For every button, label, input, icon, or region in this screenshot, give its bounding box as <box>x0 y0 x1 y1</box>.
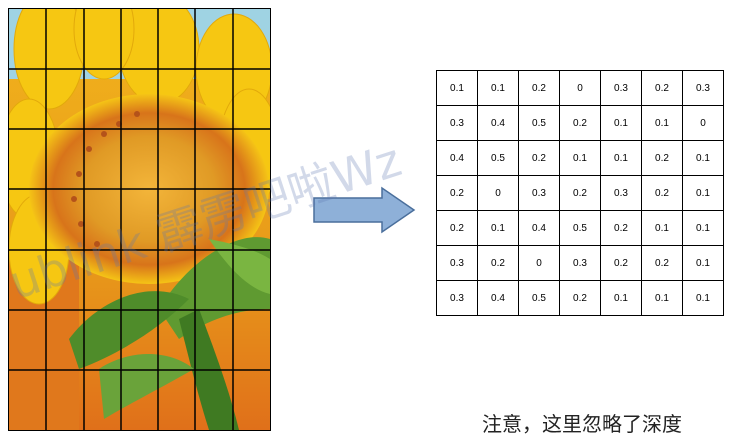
matrix-cell: 0.1 <box>641 280 683 316</box>
matrix-cell: 0.4 <box>518 210 560 246</box>
matrix-cell: 0.2 <box>600 210 642 246</box>
matrix-cell: 0.2 <box>600 245 642 281</box>
matrix-cell: 0.5 <box>518 280 560 316</box>
matrix-cell: 0.1 <box>682 280 724 316</box>
grid-overlay <box>9 9 270 430</box>
matrix-cell: 0.5 <box>518 105 560 141</box>
matrix-cell: 0.5 <box>477 140 519 176</box>
sunflower-image <box>8 8 271 431</box>
matrix-cell: 0.1 <box>641 210 683 246</box>
matrix-cell: 0.3 <box>518 175 560 211</box>
matrix-cell: 0.2 <box>641 70 683 106</box>
matrix-cell: 0.3 <box>436 105 478 141</box>
matrix-cell: 0.5 <box>559 210 601 246</box>
matrix-cell: 0.1 <box>477 210 519 246</box>
right-arrow-icon <box>313 186 416 234</box>
matrix-cell: 0.2 <box>559 105 601 141</box>
matrix-cell: 0.4 <box>436 140 478 176</box>
matrix-cell: 0.2 <box>641 175 683 211</box>
matrix-cell: 0.2 <box>559 280 601 316</box>
matrix-cell: 0.1 <box>436 70 478 106</box>
matrix-cell: 0.1 <box>682 210 724 246</box>
matrix-cell: 0.4 <box>477 105 519 141</box>
matrix-cell: 0 <box>477 175 519 211</box>
matrix-cell: 0.1 <box>600 140 642 176</box>
matrix-cell: 0.3 <box>436 280 478 316</box>
matrix-cell: 0.2 <box>641 140 683 176</box>
matrix-cell: 0.3 <box>436 245 478 281</box>
caption: 注意，这里忽略了深度 <box>482 412 682 436</box>
matrix-cell: 0.1 <box>682 245 724 281</box>
matrix-cell: 0.1 <box>477 70 519 106</box>
matrix-cell: 0.2 <box>436 210 478 246</box>
matrix-cell: 0.4 <box>477 280 519 316</box>
matrix-cell: 0.3 <box>600 175 642 211</box>
matrix-cell: 0.1 <box>600 280 642 316</box>
matrix-cell: 0.2 <box>518 70 560 106</box>
matrix-cell: 0.2 <box>641 245 683 281</box>
matrix-cell: 0.2 <box>518 140 560 176</box>
matrix-cell: 0.3 <box>600 70 642 106</box>
matrix-cell: 0.2 <box>436 175 478 211</box>
matrix-cell: 0.3 <box>559 245 601 281</box>
matrix-cell: 0.1 <box>682 140 724 176</box>
matrix-cell: 0 <box>559 70 601 106</box>
matrix-cell: 0.1 <box>559 140 601 176</box>
matrix-cell: 0.1 <box>682 175 724 211</box>
matrix-cell: 0 <box>518 245 560 281</box>
matrix-cell: 0.2 <box>559 175 601 211</box>
matrix-cell: 0 <box>682 105 724 141</box>
matrix-cell: 0.1 <box>641 105 683 141</box>
matrix-cell: 0.3 <box>682 70 724 106</box>
matrix-cell: 0.1 <box>600 105 642 141</box>
matrix-cell: 0.2 <box>477 245 519 281</box>
